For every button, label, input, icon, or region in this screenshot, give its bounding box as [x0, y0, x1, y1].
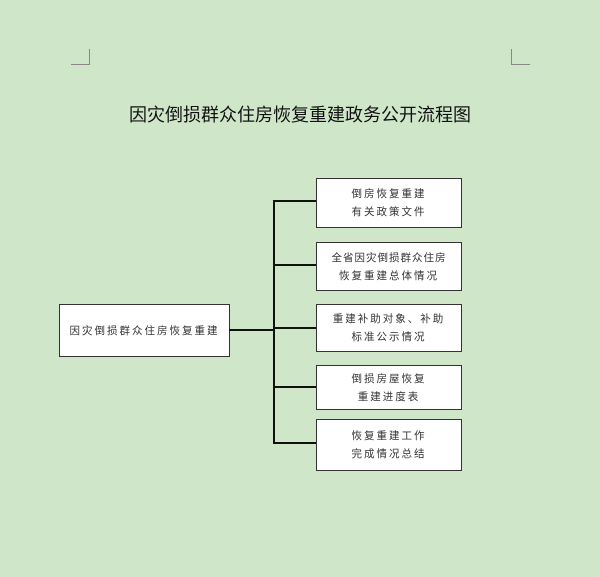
- page-title: 因灾倒损群众住房恢复重建政务公开流程图: [129, 105, 471, 126]
- root-node: 因灾倒损群众住房恢复重建: [59, 304, 230, 357]
- branch-node-2: 全省因灾倒损群众住房恢复重建总体情况: [316, 242, 462, 291]
- connector-root: [229, 329, 275, 331]
- branch-node-4: 倒损房屋恢复重建进度表: [316, 365, 462, 410]
- connector-branch-2: [273, 264, 317, 266]
- margin-mark-top-left: [71, 49, 90, 65]
- connector-trunk: [273, 200, 275, 444]
- root-node-label: 因灾倒损群众住房恢复重建: [69, 324, 220, 337]
- branch-node-5: 恢复重建工作完成情况总结: [316, 419, 462, 471]
- connector-branch-1: [273, 200, 317, 202]
- branch-label-line1: 倒房恢复重建: [351, 188, 427, 200]
- branch-label-line1: 重建补助对象、补助: [332, 313, 446, 325]
- connector-branch-4: [273, 386, 317, 388]
- branch-label-line2: 标准公示情况: [351, 331, 427, 343]
- branch-label-line2: 有关政策文件: [351, 206, 427, 218]
- branch-label-line1: 倒损房屋恢复: [351, 372, 427, 385]
- connector-branch-5: [273, 442, 317, 444]
- branch-label-line2: 重建进度表: [357, 390, 421, 403]
- margin-mark-top-right: [511, 49, 530, 65]
- branch-node-3: 重建补助对象、补助标准公示情况: [316, 304, 462, 352]
- branch-node-1: 倒房恢复重建有关政策文件: [316, 178, 462, 228]
- branch-label-line1: 全省因灾倒损群众住房: [331, 251, 447, 264]
- connector-branch-3: [273, 327, 317, 329]
- branch-label-line2: 完成情况总结: [351, 448, 427, 460]
- branch-label-line1: 恢复重建工作: [351, 430, 427, 442]
- branch-label-line2: 恢复重建总体情况: [339, 269, 439, 282]
